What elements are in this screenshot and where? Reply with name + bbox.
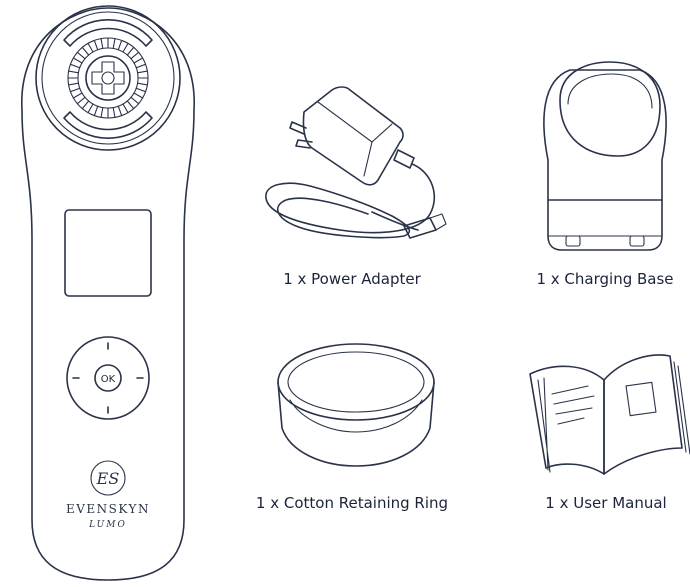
brand-name: EVENSKYN xyxy=(66,502,150,516)
electrode-tick xyxy=(93,105,99,117)
electrode-tick xyxy=(112,38,116,50)
user-manual-illustration: 1 x User Manual xyxy=(529,354,690,512)
electrode-tick xyxy=(87,42,94,53)
caption-charging-base: 1 x Charging Base xyxy=(536,270,673,288)
electrode-tick xyxy=(136,82,148,86)
electrode-tick xyxy=(130,51,140,60)
electrode-tick xyxy=(136,70,148,74)
electrode-ring xyxy=(67,37,149,119)
adapter-cable xyxy=(265,163,436,239)
electrode-tick xyxy=(69,63,81,69)
electrode-tick xyxy=(130,96,140,105)
caption-cotton-ring: 1 x Cotton Retaining Ring xyxy=(256,494,448,512)
center-cross-icon xyxy=(91,61,125,95)
electrode-tick xyxy=(117,39,123,51)
adapter-prongs xyxy=(289,121,313,149)
base-cradle xyxy=(559,61,661,157)
cotton-ring-illustration: 1 x Cotton Retaining Ring xyxy=(256,343,448,512)
electrode-tick xyxy=(100,106,104,118)
device-screen xyxy=(64,209,152,297)
electrode-tick xyxy=(81,100,90,110)
electrode-tick xyxy=(112,106,116,118)
caption-user-manual: 1 x User Manual xyxy=(545,494,666,512)
adapter-body xyxy=(302,86,404,186)
electrode-tick xyxy=(68,70,80,74)
electrode-tick xyxy=(126,46,135,56)
control-pad xyxy=(66,336,150,420)
electrode-tick xyxy=(69,87,81,93)
base-body xyxy=(543,69,667,251)
led-arc-top xyxy=(63,18,153,47)
power-adapter-illustration: 1 x Power Adapter xyxy=(265,86,447,288)
electrode-tick xyxy=(87,103,94,114)
electrode-tick xyxy=(100,38,104,50)
electrode-tick xyxy=(76,51,86,60)
ok-button xyxy=(94,364,122,392)
electrode-tick xyxy=(133,57,144,64)
manual-text-lines xyxy=(551,385,595,425)
electrode-tick xyxy=(122,42,129,53)
electrode-tick xyxy=(126,100,135,110)
device-head-ring xyxy=(35,5,181,151)
evenskyn-lumo-device: OK ES EVENSKYN LUMO xyxy=(21,5,195,581)
manual-left-page xyxy=(529,365,605,475)
ring-outer-top xyxy=(277,343,435,421)
model-name: LUMO xyxy=(88,520,127,530)
ring-wall xyxy=(277,381,435,467)
electrode-tick xyxy=(68,82,80,86)
led-arc-bottom xyxy=(63,111,153,140)
electrode-tick xyxy=(72,92,83,99)
control-pad-ticks xyxy=(72,342,144,414)
electrode-tick xyxy=(135,63,147,69)
electrode-tick xyxy=(76,96,86,105)
electrode-tick xyxy=(122,103,129,114)
charging-base-illustration: 1 x Charging Base xyxy=(536,61,674,288)
ok-button-label: OK xyxy=(101,374,116,385)
electrode-tick xyxy=(117,105,123,117)
electrode-tick xyxy=(81,46,90,56)
logo-circle xyxy=(90,460,126,496)
electrode-tick xyxy=(93,39,99,51)
electrode-tick xyxy=(133,92,144,99)
electrode-tick xyxy=(135,87,147,93)
electrode-tick xyxy=(72,57,83,64)
manual-right-page xyxy=(603,354,683,475)
manual-figure-box xyxy=(625,381,657,417)
logo-monogram: ES xyxy=(96,469,120,488)
device-body xyxy=(21,7,195,581)
caption-power-adapter: 1 x Power Adapter xyxy=(283,270,421,288)
